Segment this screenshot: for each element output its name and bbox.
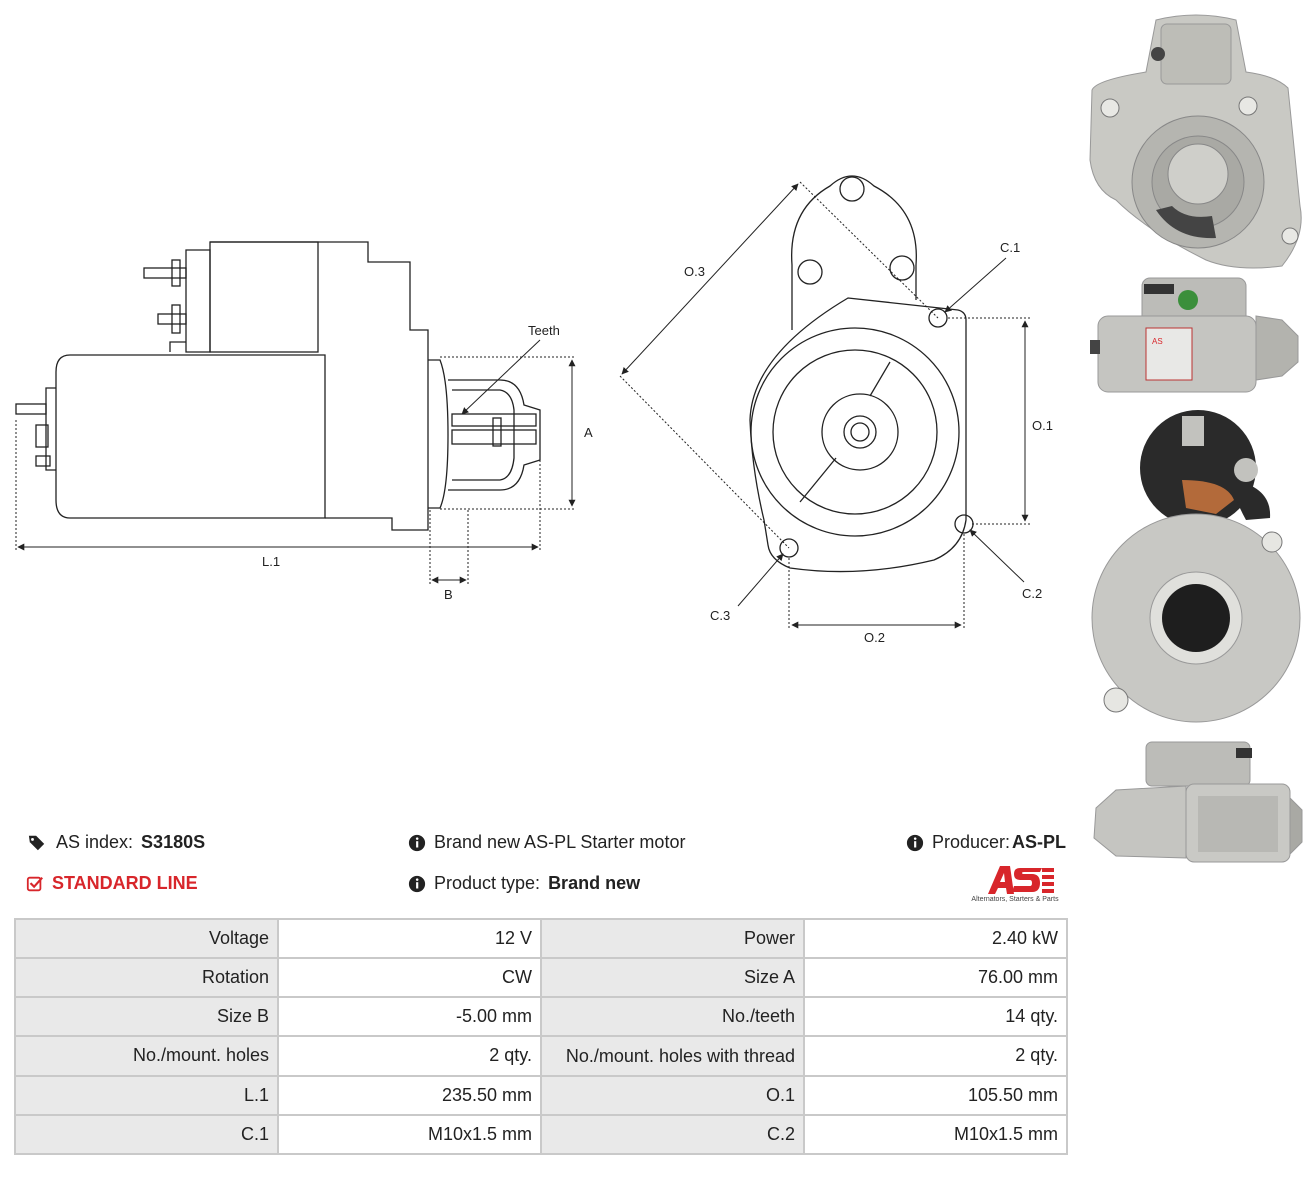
as-pl-logo: Alternators, Starters & Parts: [960, 862, 1070, 908]
svg-text:AS: AS: [1152, 337, 1163, 346]
info-icon: [408, 834, 426, 851]
spec-value: 105.50 mm: [803, 1075, 1068, 1116]
label-o2: O.2: [864, 630, 885, 645]
spec-label: Voltage: [13, 918, 280, 959]
spec-value: 14 qty.: [803, 996, 1068, 1037]
spec-value: CW: [277, 957, 542, 998]
spec-label: Rotation: [13, 957, 280, 998]
spec-label: Power: [539, 918, 806, 959]
side-dimensions: [15, 339, 576, 585]
brand-info: Brand new AS-PL Starter motor: [408, 832, 685, 853]
spec-value: M10x1.5 mm: [277, 1114, 542, 1155]
spec-value: 2 qty.: [277, 1035, 542, 1077]
spec-value: 235.50 mm: [277, 1075, 542, 1116]
standard-line-text: STANDARD LINE: [52, 873, 198, 893]
spec-label: O.1: [539, 1075, 806, 1116]
product-photo-front: [1089, 14, 1302, 269]
product-photo-rear: [1091, 410, 1301, 723]
spec-label: No./mount. holes: [13, 1035, 280, 1077]
spec-label: C.2: [539, 1114, 806, 1155]
info-icon: [408, 875, 426, 892]
front-dimensions: [619, 181, 1030, 630]
as-index: AS index: S3180S: [26, 832, 205, 853]
spec-label: No./mount. holes with thread: [539, 1035, 806, 1077]
spec-value: 2.40 kW: [803, 918, 1068, 959]
spec-value: 76.00 mm: [803, 957, 1068, 998]
logo-tagline: Alternators, Starters & Parts: [971, 896, 1059, 903]
label-l1: L.1: [262, 554, 280, 569]
spec-label: L.1: [13, 1075, 280, 1116]
spec-value: M10x1.5 mm: [803, 1114, 1068, 1155]
label-c2: C.2: [1022, 586, 1042, 601]
as-index-label: AS index:: [56, 832, 134, 852]
product-photo-top: [1093, 741, 1303, 863]
side-view: [15, 241, 541, 531]
standard-line: STANDARD LINE: [26, 873, 198, 894]
product-type: Product type: Brand new: [408, 873, 640, 894]
spec-value: 2 qty.: [803, 1035, 1068, 1077]
spec-label: Size B: [13, 996, 280, 1037]
label-teeth: Teeth: [528, 323, 560, 338]
product-type-value: Brand new: [548, 873, 641, 893]
tag-icon: [28, 835, 45, 850]
label-o1: O.1: [1032, 418, 1053, 433]
spec-label: C.1: [13, 1114, 280, 1155]
product-type-label: Product type:: [434, 873, 541, 893]
info-icon: [906, 834, 924, 851]
label-o3: O.3: [684, 264, 705, 279]
spec-label: Size A: [539, 957, 806, 998]
as-logo-mark: [988, 866, 1054, 894]
front-view: [749, 175, 974, 573]
label-c3: C.3: [710, 608, 730, 623]
spec-label: No./teeth: [539, 996, 806, 1037]
product-photo-side: AS: [1090, 277, 1299, 393]
brand-text: Brand new AS-PL Starter motor: [434, 832, 686, 852]
label-b: B: [444, 587, 453, 602]
spec-value: 12 V: [277, 918, 542, 959]
producer: Producer: AS-PL: [906, 832, 1066, 853]
producer-value: AS-PL: [1012, 832, 1067, 852]
label-c1: C.1: [1000, 240, 1020, 255]
label-a: A: [584, 425, 593, 440]
spec-value: -5.00 mm: [277, 996, 542, 1037]
as-index-value: S3180S: [141, 832, 206, 852]
producer-label: Producer:: [932, 832, 1011, 852]
checkbox-checked-icon: [26, 876, 44, 891]
technical-drawing: Teeth A L.1 B O.3 C.1 O.1 C.2: [15, 175, 1053, 645]
